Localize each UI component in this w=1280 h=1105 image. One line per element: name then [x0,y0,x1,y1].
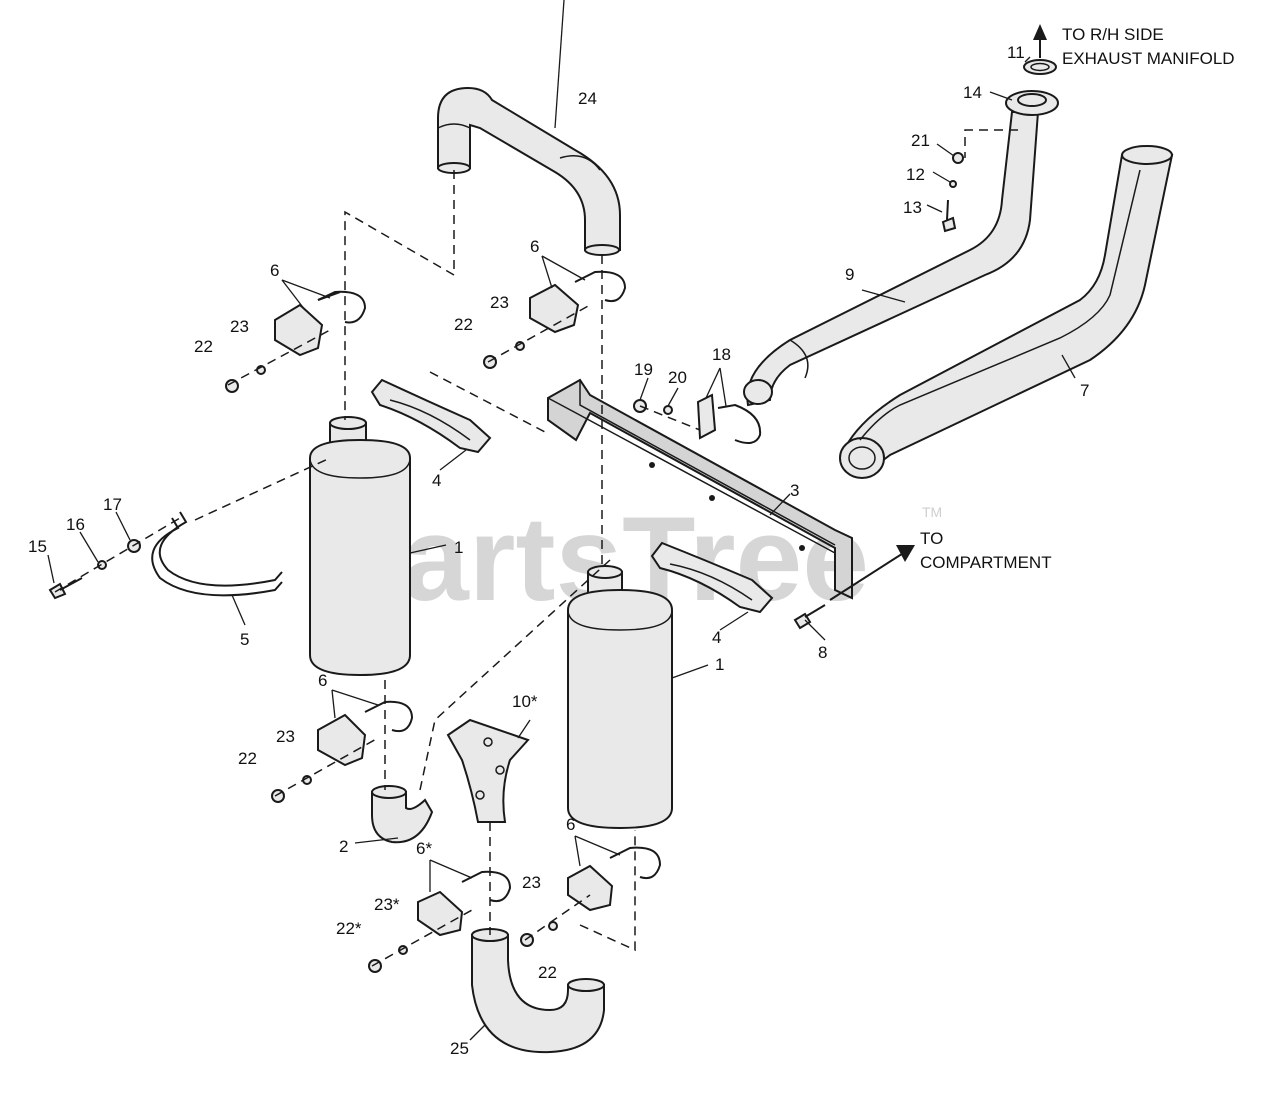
callout-20: 20 [668,368,687,387]
callout-14: 14 [963,83,982,102]
part-1-muffler-right[interactable] [567,565,673,830]
part-6-ubolt-middle-left[interactable] [317,700,414,767]
callout-8: 8 [818,643,827,662]
part-3-cross-bracket[interactable] [547,378,853,600]
part-7-exhaust-pipe-shielded[interactable] [839,145,1174,479]
callout-23e: 23 [522,873,541,892]
part-6-ubolt-lower-right[interactable] [567,846,662,912]
callout-labels: 1 1 2 3 4 4 5 6 6 6 6* 6 7 8 9 10* 11 12… [28,43,1089,1058]
note-manifold-line2: EXHAUST MANIFOLD [1062,49,1235,68]
part-11-gasket[interactable] [1023,59,1057,75]
callout-25: 25 [450,1039,469,1058]
callout-23d: 23* [374,895,400,914]
part-4-strap-bracket-upper[interactable] [370,378,492,454]
part-9-exhaust-pipe[interactable] [743,111,1040,407]
callout-6d: 6* [416,839,432,858]
callout-22b: 22 [454,315,473,334]
watermark-trademark: TM [922,504,942,520]
callout-23a: 23 [230,317,249,336]
callout-22c: 22 [238,749,257,768]
callout-6e: 6 [566,815,575,834]
callout-3: 3 [790,481,799,500]
callout-1b: 1 [715,655,724,674]
part-6-ubolt-upper-right[interactable] [529,270,627,334]
callout-23c: 23 [276,727,295,746]
part-24-upper-u-pipe[interactable] [437,86,621,256]
part-6-ubolt-upper-left[interactable] [274,290,367,357]
part-14-flange[interactable] [1005,90,1059,116]
assembly-dashed-lines [54,129,1018,967]
part-18-ubolt-clamp[interactable] [696,393,762,445]
arrow-to-compartment [829,545,915,601]
part-5-muffler-strap[interactable] [151,511,283,597]
callout-6c: 6 [318,671,327,690]
callout-4b: 4 [712,628,721,647]
hardware-nuts-washers [48,152,964,973]
part-4-strap-bracket-lower[interactable] [650,541,774,614]
part-2-elbow-pipe[interactable] [371,785,434,844]
callout-15: 15 [28,537,47,556]
part-6-ubolt-lower-left[interactable] [417,870,512,937]
callout-11: 11 [1007,43,1025,62]
callout-22e: 22 [538,963,557,982]
callout-13: 13 [903,198,922,217]
arrow-to-manifold [1033,24,1047,58]
callout-24: 24 [578,89,597,108]
callout-22d: 22* [336,919,362,938]
callout-2: 2 [339,837,348,856]
callout-18: 18 [712,345,731,364]
note-compartment-line2: COMPARTMENT [920,553,1052,572]
callout-1a: 1 [454,538,463,557]
callout-4a: 4 [432,471,441,490]
part-25-lower-u-pipe[interactable] [471,928,605,1054]
callout-17: 17 [103,495,122,514]
note-manifold-line1: TO R/H SIDE [1062,25,1164,44]
callout-6b: 6 [530,237,539,256]
part-1-muffler-left[interactable] [309,416,411,677]
callout-23b: 23 [490,293,509,312]
callout-9: 9 [845,265,854,284]
note-compartment-line1: TO [920,529,943,548]
callout-22a: 22 [194,337,213,356]
callout-6a: 6 [270,261,279,280]
callout-10: 10* [512,692,538,711]
callout-19: 19 [634,360,653,379]
callout-leaders [47,0,1076,1041]
callout-5: 5 [240,630,249,649]
callout-21: 21 [911,131,930,150]
callout-12: 12 [906,165,925,184]
callout-16: 16 [66,515,85,534]
callout-7: 7 [1080,381,1089,400]
part-10-bracket[interactable] [446,718,530,823]
